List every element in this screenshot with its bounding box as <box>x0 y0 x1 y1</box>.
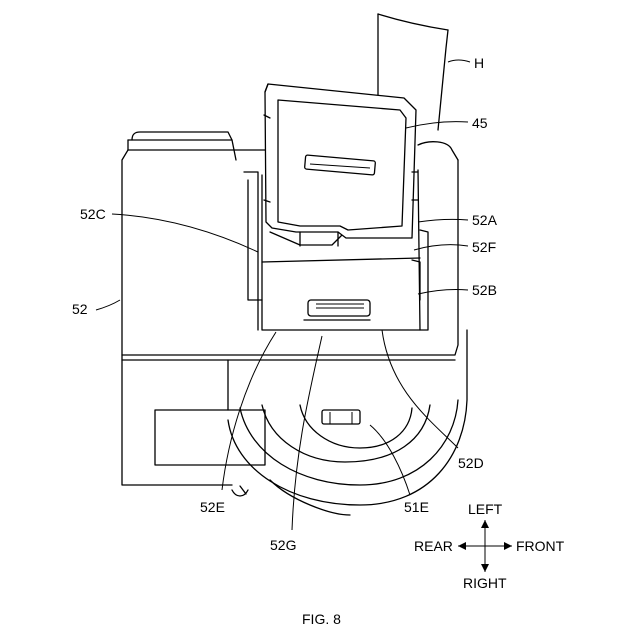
label-52a: 52A <box>472 213 497 227</box>
label-52g: 52G <box>270 538 296 552</box>
leader-52 <box>96 300 120 310</box>
clip-45 <box>264 84 418 246</box>
rear-arrowhead <box>458 542 466 550</box>
label-51e: 51E <box>404 500 429 514</box>
figure-caption: FIG. 8 <box>302 612 341 626</box>
leader-52a <box>418 219 468 222</box>
dial-51e <box>228 330 467 515</box>
label-52: 52 <box>72 302 88 316</box>
label-h: H <box>474 56 484 70</box>
right-arrowhead <box>481 564 489 572</box>
direction-rear: REAR <box>414 539 453 553</box>
direction-left: LEFT <box>468 502 502 516</box>
label-52d: 52D <box>458 456 484 470</box>
label-52b: 52B <box>472 283 497 297</box>
leader-52f <box>414 245 468 250</box>
direction-indicator <box>458 520 512 572</box>
leader-52e <box>222 332 276 490</box>
direction-front: FRONT <box>516 539 564 553</box>
leader-52b <box>418 290 468 295</box>
label-52e: 52E <box>200 500 225 514</box>
direction-right: RIGHT <box>463 576 507 590</box>
label-45: 45 <box>472 116 488 130</box>
leader-h <box>448 60 470 62</box>
leader-52c <box>112 214 258 252</box>
label-52c: 52C <box>80 207 106 221</box>
left-arrowhead <box>481 520 489 528</box>
front-arrowhead <box>504 542 512 550</box>
label-52f: 52F <box>472 240 496 254</box>
